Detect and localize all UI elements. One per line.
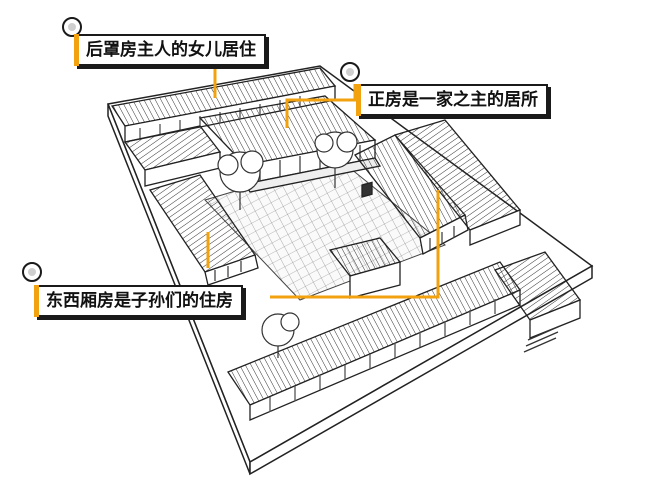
inner-gate	[328, 181, 402, 299]
west-back-rooms	[123, 125, 222, 187]
callout-main-house-text: 正房是一家之主的居所	[368, 90, 538, 110]
courtyard-trees	[217, 131, 358, 358]
callout-pin-rear-house	[62, 17, 82, 37]
callout-pin-main-house	[340, 62, 360, 82]
leader-main-house	[285, 84, 357, 128]
west-wing	[148, 174, 259, 286]
callout-rear-house: 后罩房主人的女儿居住	[74, 34, 266, 66]
callout-side-houses-text: 东西厢房是子孙们的住房	[46, 291, 233, 311]
callout-main-house: 正房是一家之主的居所	[356, 84, 548, 116]
callout-side-houses: 东西厢房是子孙们的住房	[34, 285, 243, 317]
east-rooms	[393, 119, 522, 246]
main-gate	[493, 251, 582, 353]
callout-rear-house-text: 后罩房主人的女儿居住	[86, 40, 256, 60]
leader-lines	[206, 58, 440, 299]
leader-side-houses-right	[270, 190, 440, 299]
callout-pin-side-houses	[22, 262, 42, 282]
